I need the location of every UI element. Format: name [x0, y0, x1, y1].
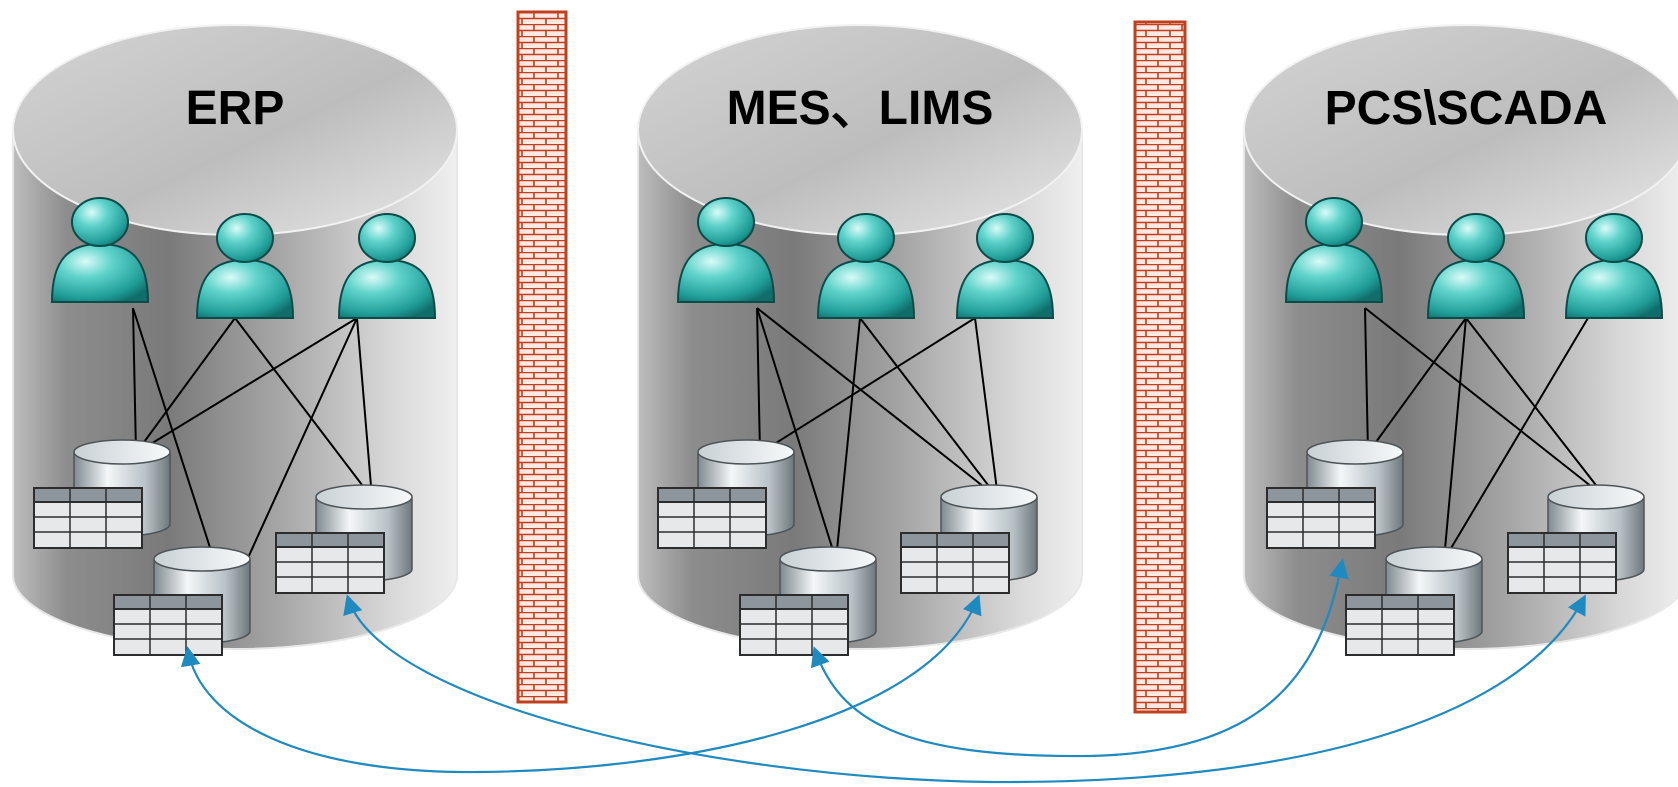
mes-lims-cylinder: MES、LIMS	[637, 24, 1083, 656]
erp-user-links	[132, 307, 373, 561]
pcs-scada-cylinder: PCS\SCADA	[1243, 24, 1678, 656]
mes-lims-label: MES、LIMS	[727, 82, 994, 135]
mes-user-links	[756, 307, 999, 561]
data-flow-arrow	[180, 594, 982, 774]
erp-label: ERP	[186, 82, 285, 135]
pcs-scada-label: PCS\SCADA	[1325, 82, 1608, 135]
erp-cylinder: ERP	[12, 24, 458, 656]
data-flow-arrow	[811, 558, 1349, 758]
firewall-icon	[1133, 20, 1187, 714]
data-flow-arrow	[343, 594, 1586, 784]
firewall-icon	[516, 10, 568, 704]
data-flows	[180, 558, 1586, 784]
pcs-user-links	[1364, 307, 1607, 561]
